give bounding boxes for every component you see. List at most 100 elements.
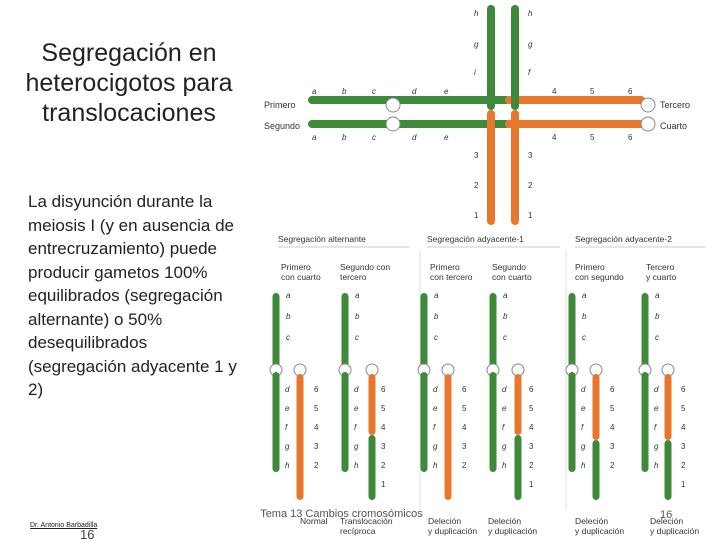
segment-3: 3 bbox=[528, 151, 533, 160]
label-fourth: Cuarto bbox=[660, 121, 687, 131]
gene-label: h bbox=[502, 461, 507, 470]
gene-label: 6 bbox=[529, 385, 534, 394]
gene-e: e bbox=[444, 133, 449, 142]
segment-4: 4 bbox=[552, 133, 557, 142]
gene-label: a bbox=[434, 291, 439, 300]
chromosome-segment bbox=[592, 374, 600, 440]
gene-label: b bbox=[434, 312, 439, 321]
row-second-green bbox=[308, 120, 510, 128]
chromosome-segment bbox=[568, 293, 576, 368]
segment-5: 5 bbox=[590, 133, 595, 142]
footer-topic: Tema 13 Cambios cromosómicos bbox=[260, 508, 423, 520]
gene-label: 5 bbox=[681, 404, 686, 413]
chromosome-segment bbox=[341, 293, 349, 368]
gene-label: h bbox=[354, 461, 359, 470]
gene-label: c bbox=[434, 333, 438, 342]
gene-label: c bbox=[503, 333, 507, 342]
result-label: Normal bbox=[300, 516, 328, 526]
col1-green bbox=[487, 5, 495, 110]
row-second-orange bbox=[505, 120, 645, 128]
gene-label: 6 bbox=[681, 385, 686, 394]
gene-d: d bbox=[412, 133, 417, 142]
gene-d: d bbox=[412, 87, 417, 96]
gene-label: a bbox=[582, 291, 587, 300]
segment-3: 3 bbox=[474, 151, 479, 160]
gene-label: e bbox=[354, 404, 359, 413]
section-title-adjacent-2: Segregación adyacente-2 bbox=[575, 234, 672, 244]
slide-title: Segregación en heterocigotos para transl… bbox=[25, 39, 233, 127]
gene-label: 2 bbox=[529, 461, 534, 470]
chromosome-segment bbox=[272, 372, 280, 472]
gene-label: 4 bbox=[610, 423, 615, 432]
gene-label: d bbox=[502, 385, 507, 394]
gene-label: h bbox=[654, 461, 659, 470]
chromosome-segment bbox=[514, 374, 522, 435]
section-title-adjacent-1: Segregación adyacente-1 bbox=[427, 234, 524, 244]
gene-label: e bbox=[654, 404, 659, 413]
gene-label: 3 bbox=[314, 442, 319, 451]
author-credit: Dr. Antonio Barbadilla bbox=[30, 522, 98, 529]
gene-label: a bbox=[503, 291, 508, 300]
gene-label: d bbox=[433, 385, 438, 394]
chromosome-segment bbox=[641, 372, 649, 472]
gene-label: d bbox=[354, 385, 359, 394]
gene-label: g bbox=[581, 442, 586, 451]
gene-f: f bbox=[528, 68, 531, 77]
gene-label: b bbox=[355, 312, 360, 321]
gene-label: 6 bbox=[314, 385, 319, 394]
gene-label: 4 bbox=[314, 423, 319, 432]
gene-e: e bbox=[444, 87, 449, 96]
gene-label: 3 bbox=[681, 442, 686, 451]
gene-label: f bbox=[354, 423, 357, 432]
gene-label: b bbox=[655, 312, 660, 321]
page-number-right: 16 bbox=[660, 509, 673, 521]
gene-label: c bbox=[655, 333, 659, 342]
gene-label: 6 bbox=[610, 385, 615, 394]
gene-label: d bbox=[581, 385, 586, 394]
segment-6: 6 bbox=[628, 133, 633, 142]
gene-c: c bbox=[372, 87, 376, 96]
gene-label: 4 bbox=[529, 423, 534, 432]
gene-g: g bbox=[528, 40, 533, 49]
chromosome-segment bbox=[592, 440, 600, 500]
label-second: Segundo bbox=[264, 121, 300, 131]
chromosome-segment bbox=[489, 293, 497, 368]
segment-1: 1 bbox=[528, 211, 533, 220]
gene-label: 5 bbox=[610, 404, 615, 413]
gene-label: 2 bbox=[381, 461, 386, 470]
gene-label: b bbox=[503, 312, 508, 321]
gene-label: d bbox=[285, 385, 290, 394]
gene-label: 2 bbox=[681, 461, 686, 470]
gene-label: g bbox=[285, 442, 290, 451]
col2-orange bbox=[511, 110, 519, 225]
gene-label: a bbox=[655, 291, 660, 300]
gene-label: f bbox=[502, 423, 505, 432]
label-first: Primero bbox=[264, 100, 296, 110]
gene-label: f bbox=[285, 423, 288, 432]
segment-2: 2 bbox=[474, 181, 479, 190]
row-first-green bbox=[308, 96, 510, 104]
chromosome-segment bbox=[514, 435, 522, 500]
gene-label: 6 bbox=[462, 385, 467, 394]
gene-label: e bbox=[285, 404, 290, 413]
gene-label: g bbox=[502, 442, 507, 451]
gene-label: b bbox=[286, 312, 291, 321]
gene-label: a bbox=[286, 291, 291, 300]
segment-5: 5 bbox=[590, 87, 595, 96]
page-number-left: 16 bbox=[80, 527, 95, 542]
chromosome-segment bbox=[272, 293, 280, 368]
gene-label: 2 bbox=[610, 461, 615, 470]
chromosome-segment bbox=[664, 440, 672, 500]
gene-i: i bbox=[474, 68, 476, 77]
chromosome-segment bbox=[368, 374, 376, 435]
section-title-alternate: Segregación alternante bbox=[278, 234, 366, 244]
